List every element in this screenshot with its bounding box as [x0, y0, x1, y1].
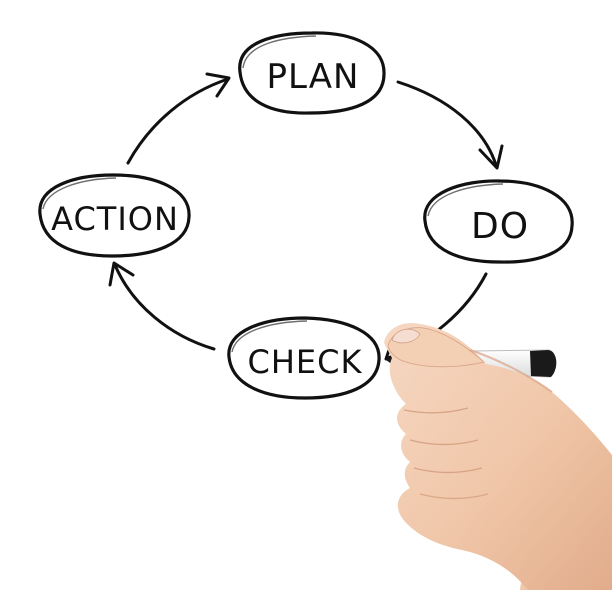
hand-holding-marker — [384, 322, 612, 590]
node-action-label: ACTION — [51, 200, 179, 238]
node-plan: PLAN — [238, 31, 386, 115]
hand-palm — [384, 322, 612, 590]
node-do-outline — [423, 179, 574, 264]
edge-action-to-plan — [126, 72, 231, 165]
node-plan-label: PLAN — [267, 57, 360, 97]
edge-plan-to-do — [396, 80, 504, 170]
node-check: CHECK — [227, 316, 381, 400]
node-do-label: DO — [471, 206, 529, 247]
node-check-outline — [227, 316, 381, 400]
edge-action-to-plan-arrowhead — [205, 72, 231, 98]
node-action: ACTION — [38, 173, 191, 258]
edge-check-to-action-arrowhead — [108, 261, 135, 287]
edge-check-to-action — [108, 261, 216, 351]
edge-plan-to-do-arrowhead — [478, 144, 504, 170]
node-action-outline — [38, 173, 191, 258]
node-plan-outline — [238, 31, 386, 115]
node-check-label: CHECK — [248, 343, 363, 381]
node-do: DO — [423, 179, 574, 264]
